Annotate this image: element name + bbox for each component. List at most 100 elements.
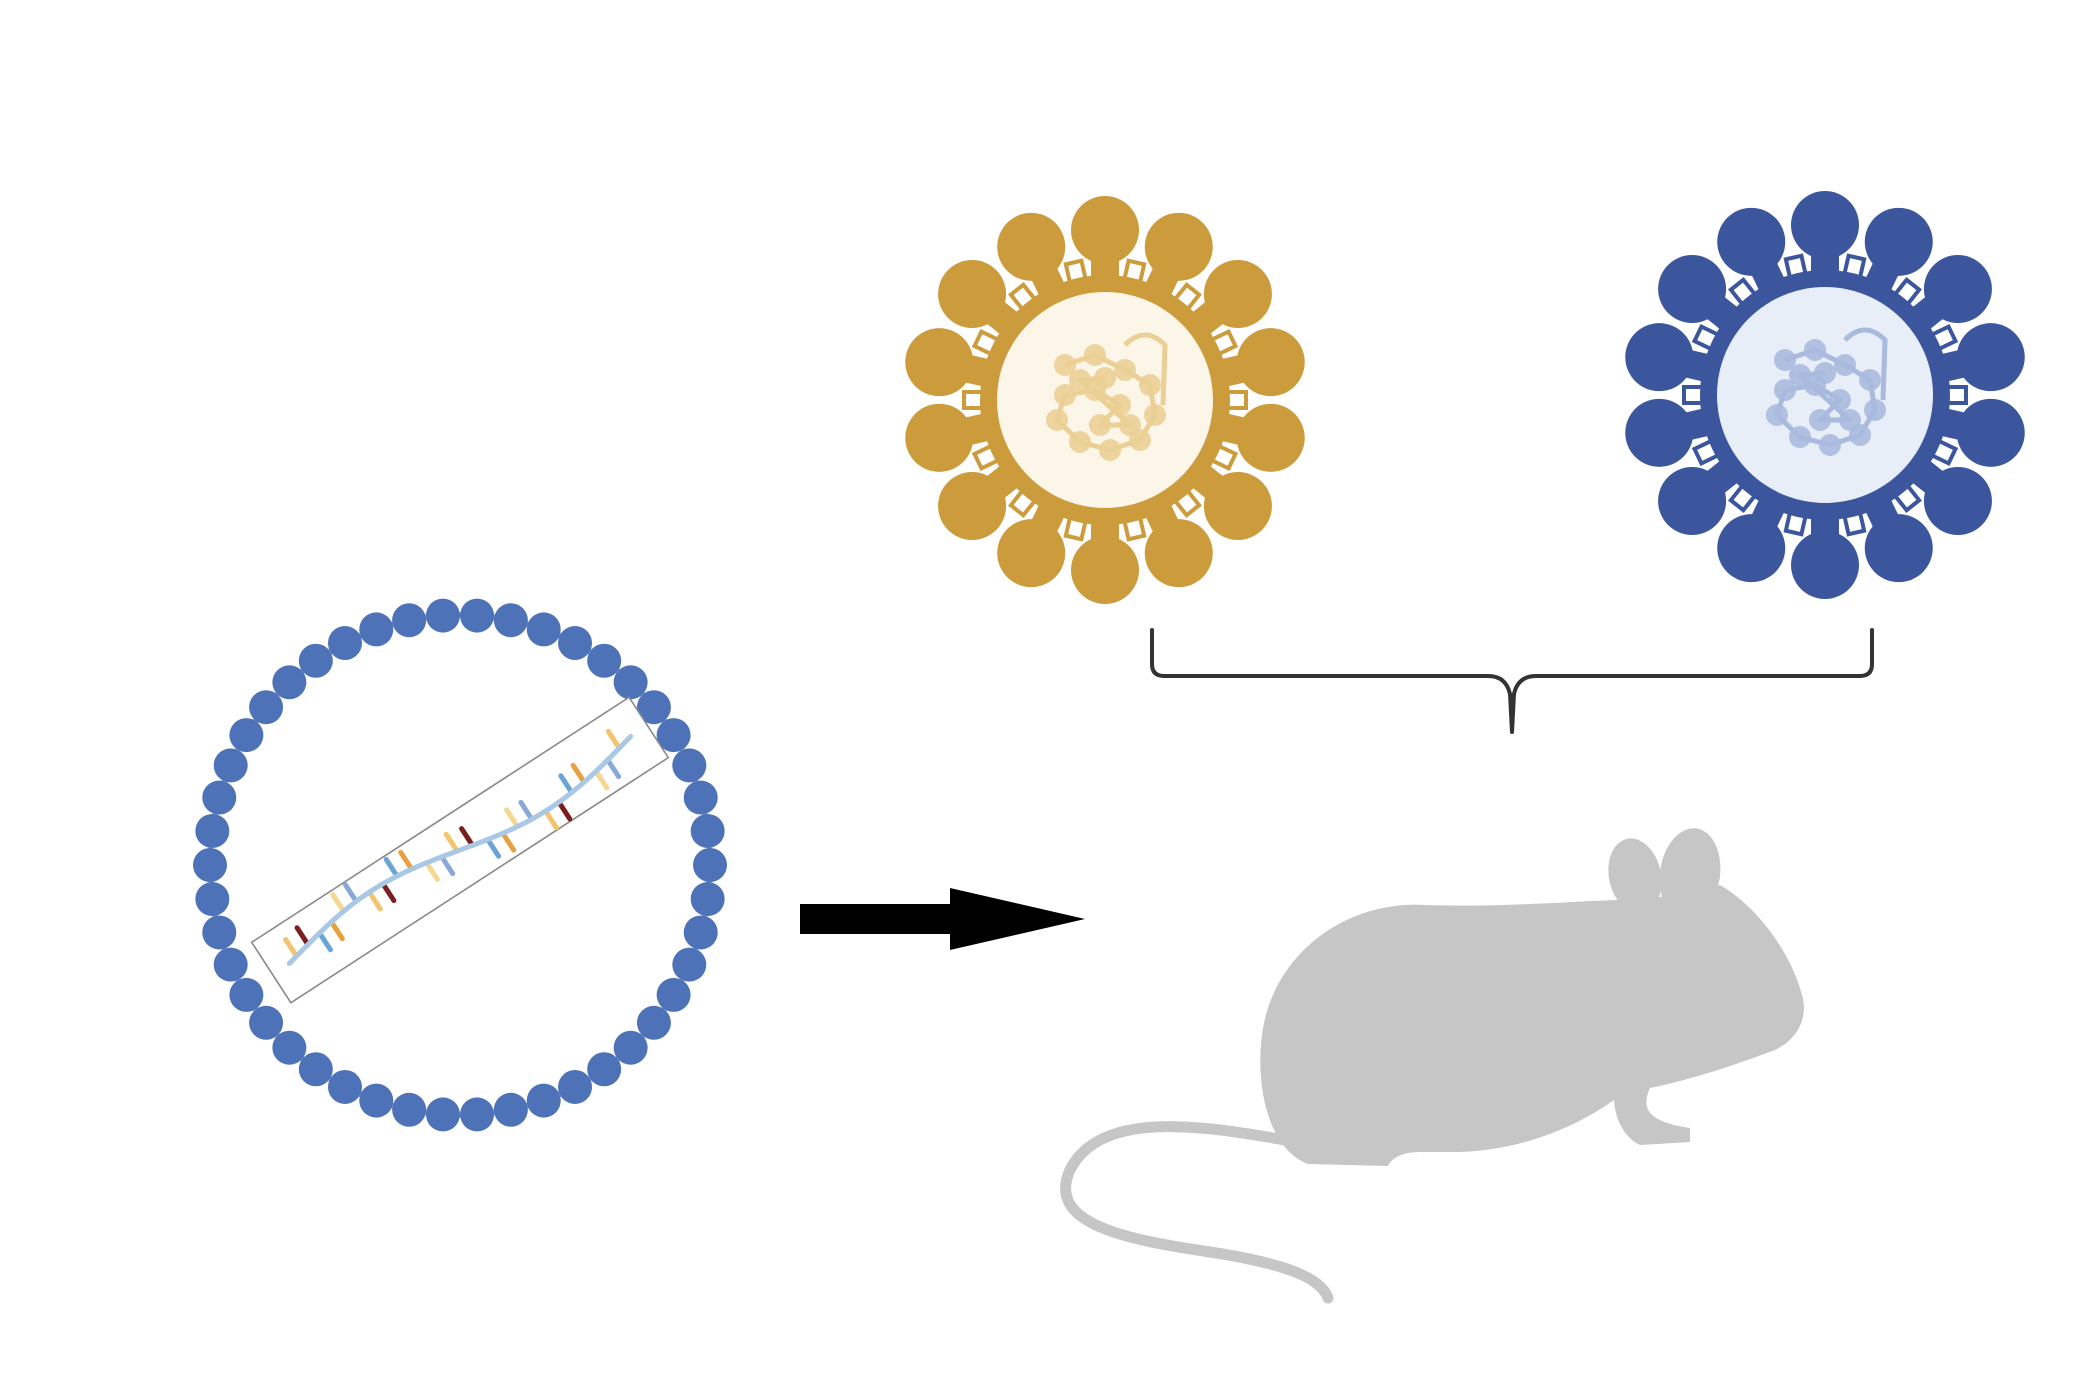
- virus-genome-bead: [1099, 439, 1121, 461]
- virus-spike-head: [1236, 403, 1305, 472]
- lipid-bead: [249, 690, 284, 725]
- virus-spike-head: [1144, 212, 1213, 281]
- lipid-bead: [493, 603, 528, 638]
- mrna-backbone: [286, 733, 634, 967]
- lipid-bead: [392, 603, 427, 638]
- mrna-base: [342, 882, 359, 904]
- virus-genome-bead: [1109, 394, 1131, 416]
- lipid-bead: [298, 643, 333, 678]
- virus-spike-head: [1625, 398, 1694, 467]
- lipid-bead: [693, 848, 727, 882]
- mrna-base: [294, 925, 311, 948]
- virus-spike-head: [1658, 255, 1727, 324]
- virus-spike-head: [1956, 323, 2025, 392]
- lipid-bead: [425, 1097, 460, 1132]
- mrna-base: [366, 889, 383, 912]
- virus-spike-head: [1717, 514, 1786, 583]
- virus-spike-head: [1864, 514, 1933, 583]
- mrna-base: [424, 860, 440, 883]
- virus-genome-bead: [1114, 359, 1136, 381]
- virus-genome-bead: [1094, 367, 1116, 389]
- arrow-shaft: [800, 904, 960, 934]
- lipid-bead: [249, 1005, 284, 1040]
- mouse-body: [1260, 885, 1804, 1166]
- mouse-ear-front: [1659, 828, 1721, 920]
- lipid-bead: [272, 1030, 307, 1065]
- virus-genome-bead: [1774, 379, 1796, 401]
- mrna-base: [500, 830, 517, 853]
- lipid-bead: [213, 947, 248, 982]
- lipid-bead: [636, 690, 671, 725]
- virus-genome-bead: [1139, 374, 1161, 396]
- virus-spike-head: [1236, 328, 1305, 397]
- virus-spike-head: [938, 471, 1007, 540]
- virus-genome-tail: [1843, 327, 1888, 401]
- mrna-base: [317, 930, 333, 953]
- virus-genome-bead: [1054, 384, 1076, 406]
- virus-genome-bead: [1839, 409, 1861, 431]
- mrna-strand-icon: [250, 696, 670, 1004]
- lipid-bead: [613, 665, 648, 700]
- virus-genome-strand: [1774, 347, 1878, 448]
- mrna-base: [328, 919, 345, 942]
- virus-spike-head: [1658, 466, 1727, 535]
- lipid-bead: [213, 748, 248, 783]
- lipid-bead: [392, 1092, 427, 1127]
- lipid-bead: [193, 848, 227, 882]
- virus-spike-head: [1791, 191, 1859, 259]
- lipid-shell: [193, 598, 727, 1132]
- lipid-bead: [656, 977, 691, 1012]
- mrna-base: [283, 936, 299, 959]
- lipid-nanoparticle-icon: [193, 598, 727, 1132]
- virus-spike-head: [1203, 260, 1272, 329]
- virus-genome-bead: [1144, 404, 1166, 426]
- mouse-tail: [1060, 1121, 1334, 1304]
- virus-spike-head: [905, 328, 974, 397]
- lipid-bead: [327, 626, 362, 661]
- mrna-base: [504, 807, 521, 830]
- virus-genome-bead: [1789, 426, 1811, 448]
- lipid-bead: [460, 598, 495, 633]
- virus-genome-bead: [1069, 369, 1091, 391]
- virus-spike-head: [1717, 207, 1786, 276]
- virus-spike-head: [997, 212, 1066, 281]
- mouse-silhouette-icon: [1060, 828, 1804, 1304]
- mrna-base: [518, 799, 535, 822]
- virus-spike-head: [1203, 471, 1272, 540]
- virus-spike-head: [997, 519, 1066, 588]
- virus-spike-head: [905, 403, 974, 472]
- mrna-base: [383, 856, 400, 879]
- virus-genome-bead: [1046, 409, 1068, 431]
- lipid-bead: [229, 718, 264, 753]
- virus-genome-bead: [1859, 369, 1881, 391]
- virus-genome-bead: [1814, 362, 1836, 384]
- lipid-bead: [558, 1069, 593, 1104]
- virus-spike-head: [1956, 398, 2025, 467]
- mrna-base: [439, 854, 456, 877]
- lipid-bead: [526, 612, 561, 647]
- lipid-bead: [359, 612, 394, 647]
- virus-spike-head: [1923, 466, 1992, 535]
- mrna-base: [330, 892, 347, 914]
- mrna-base: [380, 881, 397, 904]
- virus-genome-bead: [1054, 354, 1076, 376]
- virus-genome-tail: [1123, 332, 1168, 406]
- virus-blue-icon: [1625, 191, 2025, 599]
- lipid-bead: [636, 1005, 671, 1040]
- mrna-base: [558, 773, 575, 796]
- virus-genome-bead: [1804, 339, 1826, 361]
- mrna-base: [459, 826, 475, 848]
- lipid-bead: [613, 1030, 648, 1065]
- mrna-bases: [283, 728, 622, 959]
- lipid-bead: [202, 780, 237, 815]
- lipid-bead: [460, 1097, 495, 1132]
- virus-spike-head: [938, 260, 1007, 329]
- lipid-bead: [202, 915, 237, 950]
- mrna-base: [398, 849, 415, 872]
- virus-genome-bead: [1089, 414, 1111, 436]
- virus-genome-strand: [1054, 352, 1158, 453]
- mrna-base: [485, 836, 502, 859]
- virus-spike-head: [1625, 323, 1694, 392]
- lipid-bead: [229, 977, 264, 1012]
